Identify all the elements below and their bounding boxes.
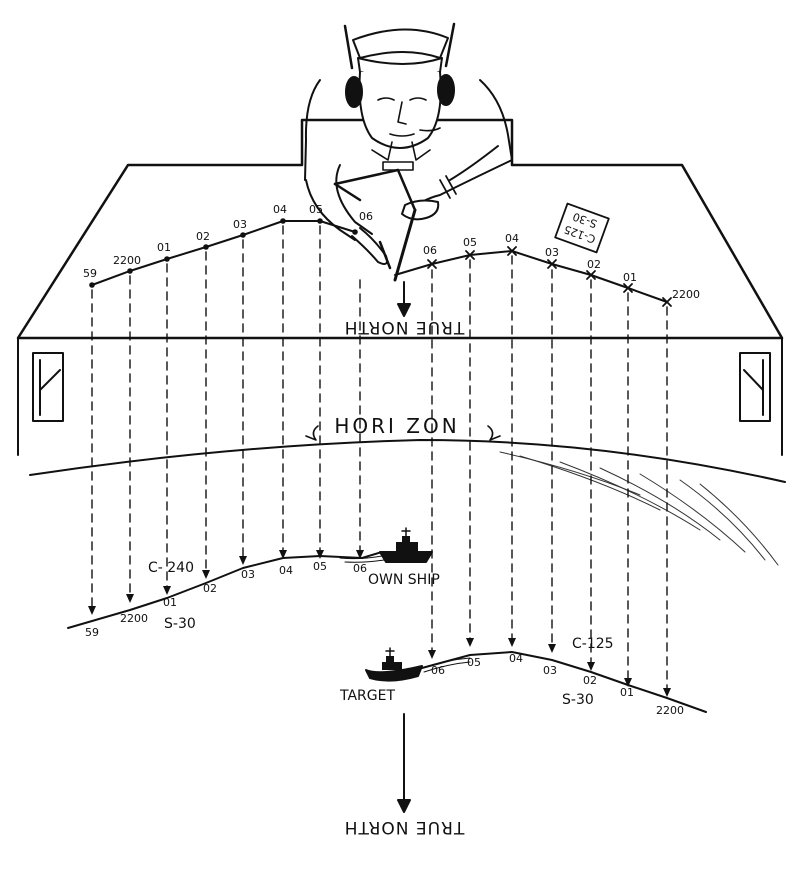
own-water-time-6: 05 [313, 560, 327, 573]
target-track-table-times: 06 05 04 03 02 01 2200 [423, 232, 700, 301]
target-water-time-2: 04 [509, 652, 523, 665]
target-table-time-4: 02 [587, 258, 601, 271]
own-ship-label: OWN SHIP [368, 572, 440, 588]
true-north-table-label: TRUE NORTH [344, 317, 466, 337]
horizon-line [29, 425, 786, 566]
own-table-time-7: 06 [359, 210, 373, 223]
own-water-time-7: 06 [353, 562, 367, 575]
own-water-time-5: 04 [279, 564, 293, 577]
projection-arrowheads [88, 550, 671, 697]
own-table-time-1: 2200 [113, 254, 141, 267]
target-water-time-6: 2200 [656, 704, 684, 717]
target-track-water-times: 06 05 04 03 02 01 2200 [431, 652, 684, 717]
target-track-water [421, 651, 707, 713]
own-water-time-2: 01 [163, 596, 177, 609]
target-ship-icon [365, 647, 471, 682]
own-table-time-3: 02 [196, 230, 210, 243]
projection-lines [91, 225, 668, 693]
own-track-water [67, 551, 383, 629]
target-speed-label: S-30 [562, 692, 594, 708]
horizon-label: HORI ZON [334, 414, 459, 438]
own-course-label: C- 240 [148, 560, 194, 576]
own-speed-label: S-30 [164, 616, 196, 632]
target-water-time-0: 06 [431, 664, 445, 677]
own-table-time-6: 05 [309, 203, 323, 216]
true-north-bottom-label: TRUE NORTH [344, 817, 466, 837]
bottom-north-arrow [397, 713, 411, 813]
own-water-time-1: 2200 [120, 612, 148, 625]
target-table-time-3: 03 [545, 246, 559, 259]
own-table-time-4: 03 [233, 218, 247, 231]
target-course-label: C-125 [572, 636, 614, 652]
sailor-operator [304, 22, 513, 282]
own-water-time-0: 59 [85, 626, 99, 639]
target-water-time-5: 01 [620, 686, 634, 699]
own-track-table [89, 218, 358, 288]
target-table-time-0: 06 [423, 244, 437, 257]
target-table-time-6: 2200 [672, 288, 700, 301]
target-label: TARGET [339, 688, 395, 704]
target-water-time-3: 03 [543, 664, 557, 677]
target-table-time-2: 04 [505, 232, 519, 245]
table-north-arrow [397, 281, 411, 317]
course-speed-card: C-125 S-30 [554, 202, 610, 254]
target-water-time-1: 05 [467, 656, 481, 669]
target-water-time-4: 02 [583, 674, 597, 687]
own-ship-icon [339, 527, 433, 563]
own-table-time-5: 04 [273, 203, 287, 216]
own-table-time-2: 01 [157, 241, 171, 254]
plotting-table [16, 118, 784, 456]
own-track-water-times: 59 2200 01 02 03 04 05 06 [85, 560, 367, 639]
target-track-table [394, 246, 672, 307]
target-table-time-1: 05 [463, 236, 477, 249]
own-table-time-0: 59 [83, 267, 97, 280]
own-water-time-4: 03 [241, 568, 255, 581]
target-table-time-5: 01 [623, 271, 637, 284]
own-track-table-times: 59 2200 01 02 03 04 05 06 [83, 203, 373, 280]
own-water-time-3: 02 [203, 582, 217, 595]
